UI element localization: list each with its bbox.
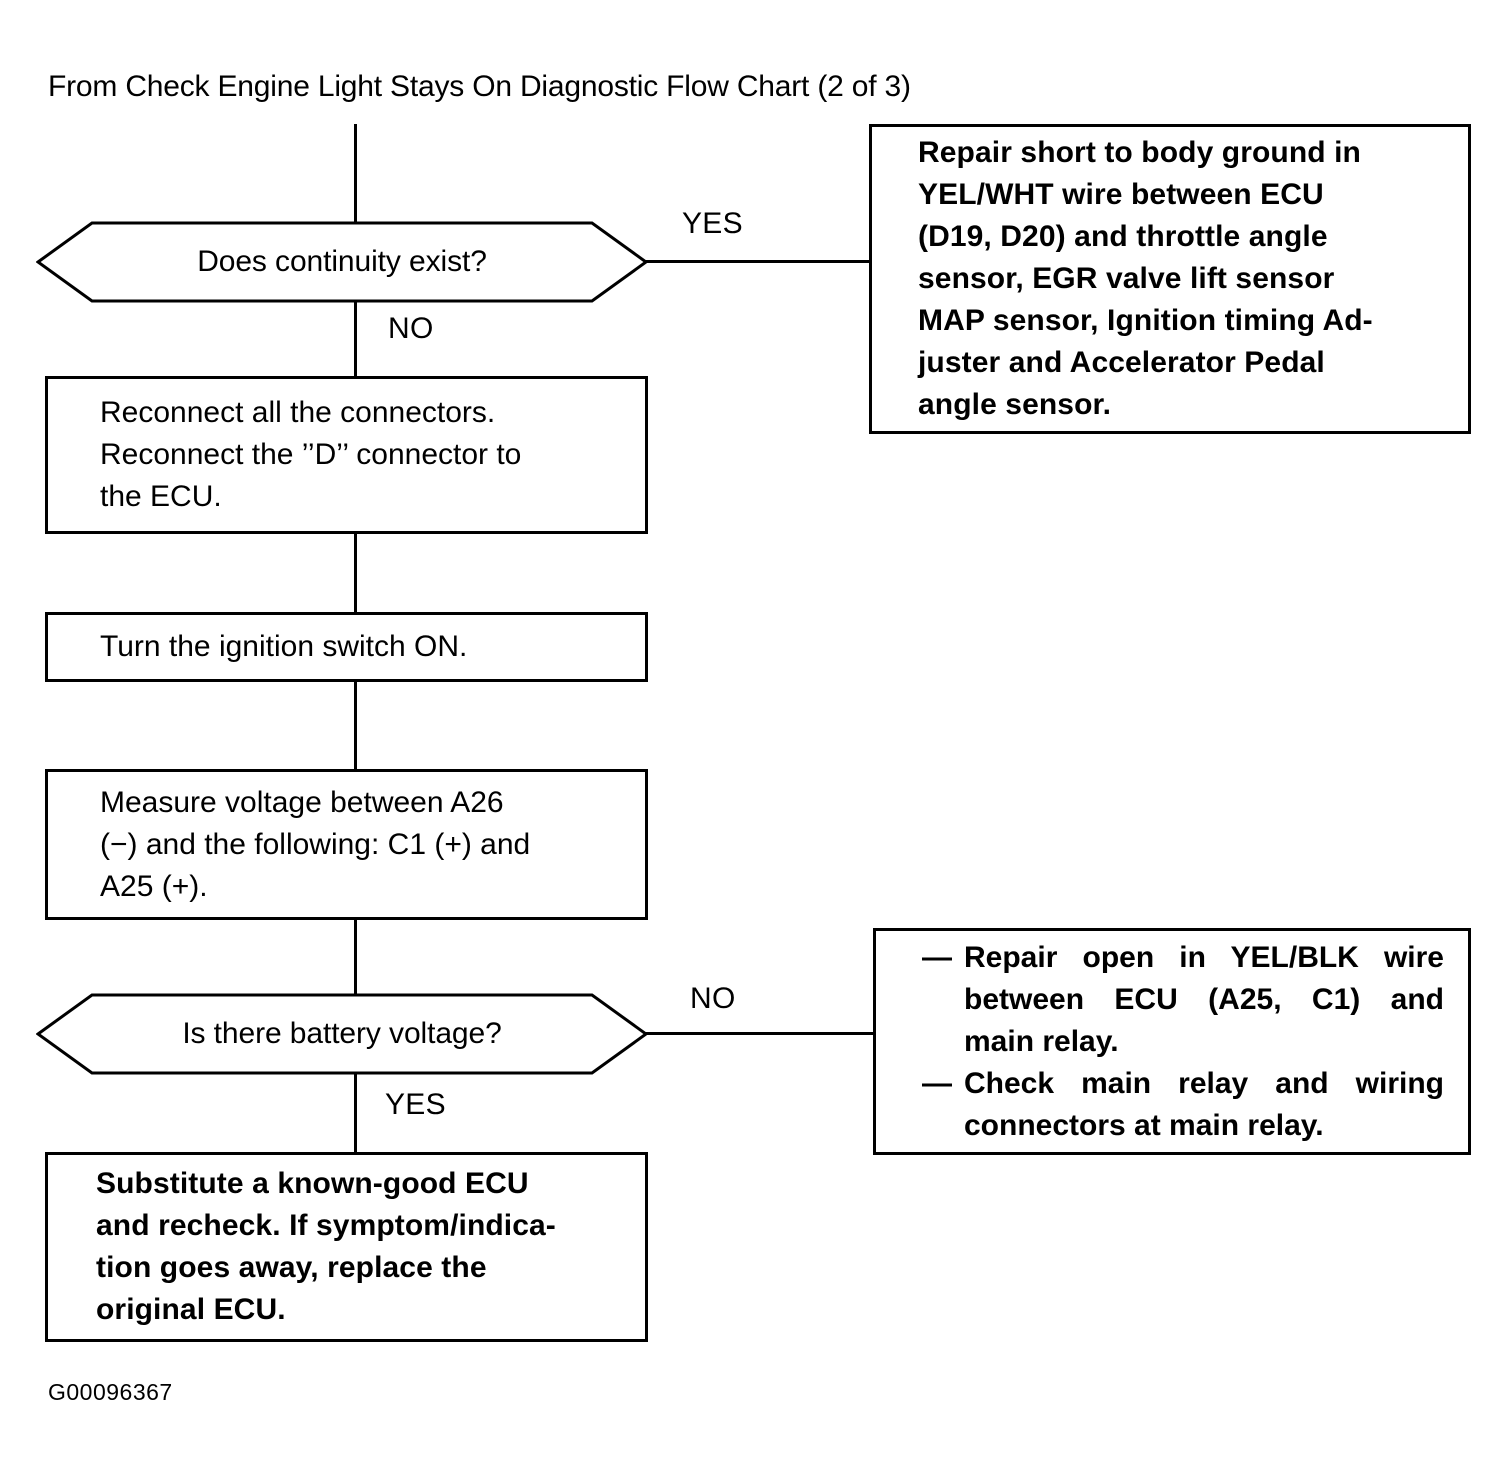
outcome-line: YEL/WHT wire between ECU [918,178,1324,211]
figure-code: G00096367 [48,1379,173,1405]
connector-ignition-to-measure [354,681,357,770]
decision-label: Is there battery voltage? [182,1017,502,1050]
connector-decision2-no-to-repair-open [645,1032,877,1035]
step-reconnect-connectors-box: Reconnect all the connectors. Reconnect … [45,376,648,534]
branch-label-yes-1: YES [682,207,743,240]
connector-decision1-no-to-reconnect [354,297,357,377]
connector-decision1-yes-to-repair [645,260,873,263]
connector-measure-to-decision2 [354,919,357,999]
hexagon-shape [36,221,648,303]
step-line: Turn the ignition switch ON. [100,630,468,663]
branch-label-yes-2: YES [385,1088,446,1121]
outcome-line: angle sensor. [918,388,1112,421]
step-line: the ECU. [100,480,222,513]
page-title: From Check Engine Light Stays On Diagnos… [48,70,911,103]
decision-label: Does continuity exist? [197,245,487,278]
step-line: Reconnect the ’’D’’ connector to [100,438,522,471]
connector-top-to-decision1 [354,124,357,226]
step-ignition-on-box: Turn the ignition switch ON. [45,612,648,682]
decision-is-there-battery-voltage[interactable]: Is there battery voltage? [36,992,648,1076]
step-line: A25 (+). [100,869,208,903]
step-line: and recheck. If symptom/indica- [96,1209,556,1242]
outcome-line: Repair short to body ground in [918,136,1361,169]
bullet-line: connectors at main relay. [964,1108,1324,1142]
step-line: Reconnect all the connectors. [100,396,496,429]
step-measure-voltage-box: Measure voltage between A26 (−) and the … [45,769,648,920]
outcome-line: (D19, D20) and throttle angle [918,220,1328,253]
step-line: Measure voltage between A26 [100,785,504,819]
list-item: — Check main relay and wiring connectors… [922,1063,1444,1147]
outcome-repair-short-box: Repair short to body ground in YEL/WHT w… [869,124,1471,434]
branch-label-no-1: NO [388,312,434,345]
branch-label-no-2: NO [690,982,736,1015]
step-line: Substitute a known-good ECU [96,1167,529,1200]
bullet-line: Check main relay and wiring [964,1066,1444,1100]
dash-bullet-icon: — [922,940,952,974]
list-item-text: Check main relay and wiring connectors a… [964,1063,1444,1147]
outcome-repair-open-box: — Repair open in YEL/BLK wire between EC… [873,928,1471,1155]
list-item: — Repair open in YEL/BLK wire between EC… [922,937,1444,1063]
dash-bullet-icon: — [922,1066,952,1100]
step-substitute-ecu-box: Substitute a known-good ECU and recheck.… [45,1152,648,1342]
outcome-line: juster and Accelerator Pedal [918,346,1325,379]
outcome-line: MAP sensor, Ignition timing Ad- [918,304,1373,337]
hexagon-shape [36,993,648,1075]
connector-decision2-yes-to-substitute [354,1068,357,1153]
decision-does-continuity-exist[interactable]: Does continuity exist? [36,220,648,304]
step-line: tion goes away, replace the [96,1251,487,1284]
list-item-text: Repair open in YEL/BLK wire between ECU … [964,937,1444,1063]
outcome-line: sensor, EGR valve lift sensor [918,262,1335,295]
connector-reconnect-to-ignition [354,533,357,613]
bullet-line: main relay. [964,1024,1119,1058]
bullet-line: Repair open in YEL/BLK wire [964,940,1444,974]
bullet-line: between ECU (A25, C1) and [964,982,1444,1016]
step-line: (−) and the following: C1 (+) and [100,827,531,861]
step-line: original ECU. [96,1293,286,1326]
